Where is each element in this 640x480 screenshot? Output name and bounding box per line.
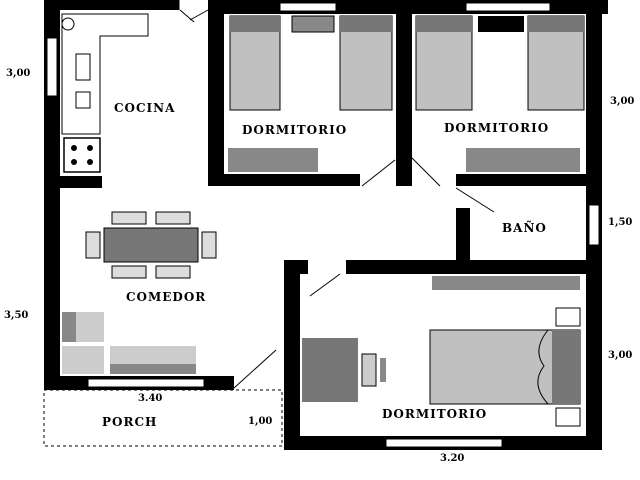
porch-outline: [43, 389, 283, 447]
bedroom-2-furniture: [415, 15, 585, 172]
dimension-labels: 3,00 3,50 3,00 1,50 3,00 3.40 3.20 1,00: [4, 68, 634, 464]
window-bedroom-1: [279, 2, 337, 12]
burner-icon: [71, 145, 77, 151]
chair-icon: [85, 231, 101, 259]
chair-icon: [111, 265, 147, 279]
room-label-bedroom-2: DORMITORIO: [444, 121, 549, 135]
counter: [61, 13, 149, 135]
bedroom-1-left-wall: [208, 0, 224, 186]
desk-chair-icon: [361, 353, 377, 387]
door-entrance: [233, 349, 277, 389]
chair-icon: [111, 211, 147, 225]
wardrobe-icon: [228, 148, 318, 172]
door-kitchen-top: [178, 0, 209, 21]
desk-icon: [302, 338, 358, 402]
bedroom-3-top-wall: [346, 260, 602, 274]
stove-icon: [63, 137, 101, 173]
sofa-back-icon: [110, 364, 196, 374]
kitchen-bottom-wall: [44, 176, 102, 188]
chair-icon: [201, 231, 217, 259]
bedroom-divider-wall: [396, 0, 412, 186]
room-label-dining: COMEDOR: [126, 290, 206, 304]
dim-left-top: 3,00: [6, 68, 30, 79]
blanket-fold-icon: [537, 329, 549, 405]
bedroom-1-bottom-wall: [208, 174, 360, 186]
dining-furniture: [62, 211, 217, 374]
window-bathroom: [588, 204, 600, 246]
room-labels: COCINA DORMITORIO DORMITORIO BAÑO COMEDO…: [102, 101, 549, 429]
doors: [178, 0, 495, 389]
pillow-icon: [552, 330, 580, 404]
dim-porch-depth: 1,00: [248, 416, 272, 427]
wardrobe-icon: [432, 276, 580, 290]
door-bedroom-1: [361, 159, 396, 187]
room-label-bedroom-1: DORMITORIO: [242, 123, 347, 137]
bedroom-3-left-wall: [284, 260, 300, 450]
nightstand-icon: [478, 16, 524, 32]
nightstand-icon: [555, 407, 581, 427]
window-bedroom-2: [465, 2, 551, 12]
door-kitchen-top-leaf: [179, 9, 195, 23]
window-bedroom-3: [385, 438, 503, 448]
burner-icon: [71, 159, 77, 165]
dim-porch-width: 3.40: [138, 393, 162, 404]
bedroom-2-bottom-wall: [456, 174, 602, 186]
pillow-icon: [528, 16, 584, 32]
bedroom-1-furniture: [228, 15, 393, 172]
burner-icon: [87, 159, 93, 165]
room-label-porch: PORCH: [102, 415, 157, 429]
dim-right-top: 3,00: [610, 96, 634, 107]
sofa-icon: [62, 346, 104, 374]
window-kitchen: [46, 37, 58, 97]
room-label-bedroom-3: DORMITORIO: [382, 407, 487, 421]
pillow-icon: [416, 16, 472, 32]
dim-right-mid: 1,50: [608, 217, 632, 228]
dining-table-icon: [103, 227, 199, 263]
bedroom-3-furniture: [302, 276, 581, 427]
burner-icon: [87, 145, 93, 151]
bathroom-left-wall: [456, 208, 470, 270]
chair-icon: [155, 211, 191, 225]
room-label-kitchen: COCINA: [114, 101, 175, 115]
kitchen-counter: [61, 13, 149, 173]
desk-chair-back-icon: [380, 358, 386, 382]
dim-right-bottom: 3,00: [608, 350, 632, 361]
door-bathroom: [455, 187, 495, 213]
chair-icon: [155, 265, 191, 279]
wardrobe-icon: [466, 148, 580, 172]
sink-basin-icon: [75, 91, 91, 109]
nightstand-icon: [291, 15, 335, 33]
door-bedroom-3: [309, 273, 341, 297]
dim-bedroom-width: 3.20: [440, 453, 464, 464]
window-dining: [87, 378, 205, 388]
room-label-bathroom: BAÑO: [502, 220, 547, 235]
pillow-icon: [340, 16, 392, 32]
windows: [46, 2, 600, 448]
exterior-wall-top-kitchen: [44, 0, 179, 10]
sink-icon: [75, 53, 91, 81]
dim-left-bottom: 3,50: [4, 310, 28, 321]
exterior-wall-left: [44, 0, 60, 390]
nightstand-icon: [555, 307, 581, 327]
pillow-icon: [230, 16, 280, 32]
door-bedroom-2: [411, 157, 441, 187]
armchair-back-icon: [62, 312, 76, 342]
tap-icon: [61, 17, 75, 31]
